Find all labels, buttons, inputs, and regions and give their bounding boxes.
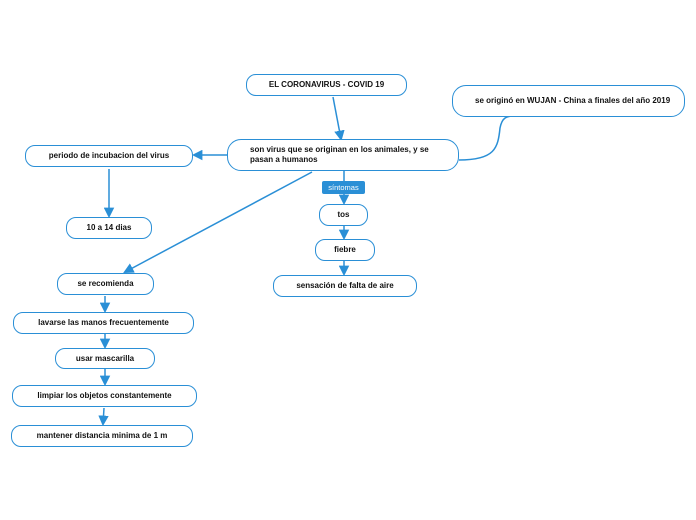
recommend-item-distance[interactable]: mantener distancia minima de 1 m	[11, 425, 193, 447]
incubation-text: periodo de incubacion del virus	[48, 151, 170, 160]
symptom-falta-aire-text: sensación de falta de aire	[296, 281, 394, 290]
main-definition-node[interactable]: son virus que se originan en los animale…	[227, 139, 459, 171]
origin-text: se originó en WUJAN - China a finales de…	[475, 96, 671, 105]
recommend-distance-text: mantener distancia minima de 1 m	[36, 431, 168, 440]
connector-main-origin	[458, 115, 515, 161]
symptom-tos-text: tos	[337, 210, 350, 219]
incubation-value-text: 10 a 14 dias	[86, 223, 132, 232]
recommend-item-hands[interactable]: lavarse las manos frecuentemente	[13, 312, 194, 334]
recommend-text: se recomienda	[77, 279, 134, 288]
symptom-node-tos[interactable]: tos	[319, 204, 368, 226]
connector-title-main	[332, 96, 345, 142]
connector-main-recommend	[123, 171, 313, 273]
title-node[interactable]: EL CORONAVIRUS - COVID 19	[246, 74, 407, 96]
recommend-clean-text: limpiar los objetos constantemente	[37, 391, 172, 400]
recommend-item-mask[interactable]: usar mascarilla	[55, 348, 155, 369]
main-definition-text: son virus que se originan en los animale…	[250, 145, 429, 164]
incubation-value-node[interactable]: 10 a 14 dias	[66, 217, 152, 239]
connector-clean-distance	[98, 407, 109, 427]
recommend-hands-text: lavarse las manos frecuentemente	[38, 318, 169, 327]
symptoms-tag[interactable]: síntomas	[322, 181, 365, 194]
symptom-node-fiebre[interactable]: fiebre	[315, 239, 375, 261]
symptom-fiebre-text: fiebre	[334, 245, 356, 254]
origin-node[interactable]: se originó en WUJAN - China a finales de…	[452, 85, 685, 117]
recommend-mask-text: usar mascarilla	[75, 353, 135, 363]
incubation-node[interactable]: periodo de incubacion del virus	[25, 145, 193, 167]
symptom-node-falta-aire[interactable]: sensación de falta de aire	[273, 275, 417, 297]
title-text: EL CORONAVIRUS - COVID 19	[268, 80, 385, 89]
symptoms-tag-text: síntomas	[328, 183, 359, 192]
recommend-node[interactable]: se recomienda	[57, 273, 154, 295]
recommend-item-clean[interactable]: limpiar los objetos constantemente	[12, 385, 197, 407]
